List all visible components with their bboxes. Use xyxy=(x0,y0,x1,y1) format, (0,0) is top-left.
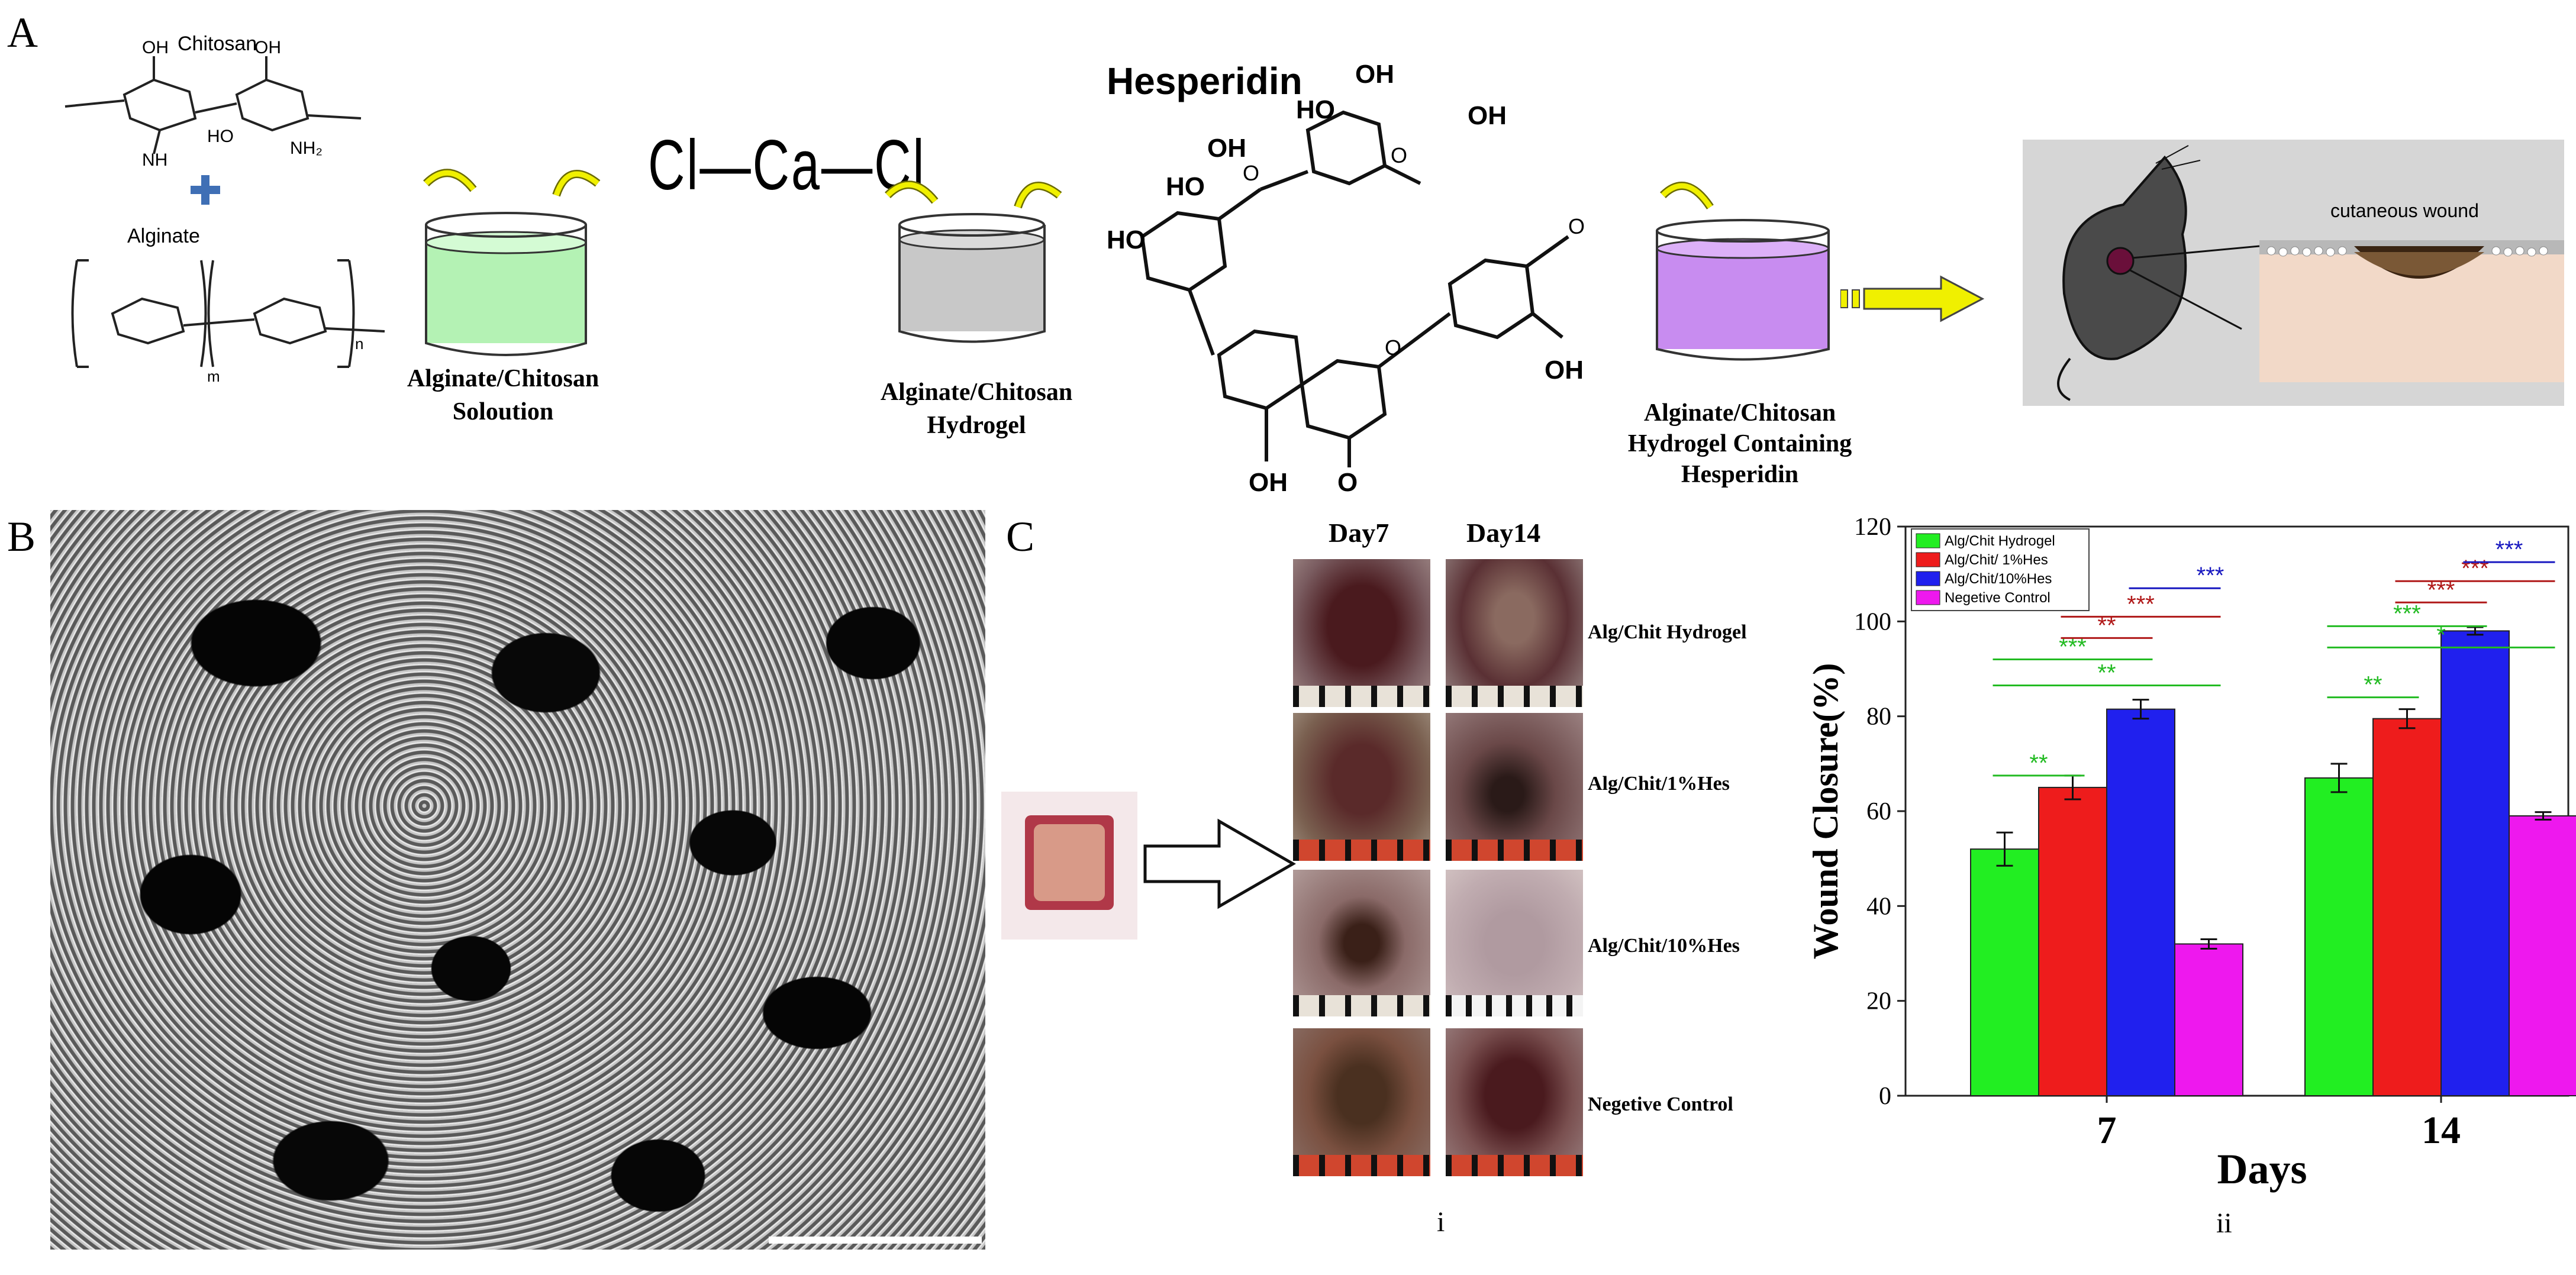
alginate-structure: m n xyxy=(71,259,385,385)
hesperidin-structure: OH HO OH HO OH HO OH OH O O O O O xyxy=(1107,60,1585,497)
legend-label: Alg/Chit/ 1%Hes xyxy=(1945,552,2048,568)
plus-icon xyxy=(191,175,220,205)
scale-bar xyxy=(769,1237,982,1244)
significance-label: *** xyxy=(2197,563,2224,589)
bar xyxy=(2440,630,2510,1097)
cacl2-formula: Cl—Ca—Cl xyxy=(648,125,926,205)
step1-label: Alginate/Chitosan Soloution xyxy=(407,365,599,425)
col-header-day14: Day14 xyxy=(1466,518,1541,548)
row-label-10hes: Alg/Chit/10%Hes xyxy=(1588,935,1740,957)
hes-group-4: OH xyxy=(1207,134,1246,163)
row-label-control: Negetive Control xyxy=(1588,1093,1733,1115)
significance-label: * xyxy=(2436,622,2446,648)
subpanel-ii-label: ii xyxy=(2216,1208,2232,1239)
legend-box xyxy=(1911,528,2090,611)
photo-1hes-day7 xyxy=(1293,713,1430,861)
hes-group-11: O xyxy=(1385,335,1401,360)
legend-label: Alg/Chit/10%Hes xyxy=(1945,571,2052,587)
significance-label: ** xyxy=(2097,660,2116,686)
subpanel-i-label: i xyxy=(1437,1206,1445,1238)
photo-hydrogel-day14 xyxy=(1446,559,1583,707)
hes-group-2: OH xyxy=(1468,101,1507,130)
panel-a-label: A xyxy=(7,9,38,56)
chitosan-ho: HO xyxy=(207,127,234,146)
hes-group-6: OH xyxy=(1545,356,1584,385)
bar xyxy=(2304,777,2374,1096)
panel-c-label: C xyxy=(1006,513,1035,560)
bar xyxy=(2038,786,2107,1096)
significance-label: *** xyxy=(2496,537,2523,563)
bar xyxy=(1970,848,2039,1097)
photo-1hes-day14 xyxy=(1446,713,1583,861)
bar xyxy=(2174,943,2243,1096)
alginate-title: Alginate xyxy=(127,225,200,247)
photo-10hes-day14 xyxy=(1446,870,1583,1016)
chitosan-structure: Chitosan OH OH HO NH NH₂ xyxy=(65,33,362,170)
legend-label: Negetive Control xyxy=(1945,590,2051,606)
alginate-n: n xyxy=(355,335,363,353)
bar xyxy=(2372,718,2442,1096)
significance-label: *** xyxy=(2461,556,2489,582)
right-arrow-icon xyxy=(1840,275,1985,322)
chitosan-nh: NH xyxy=(142,150,167,170)
significance-label: *** xyxy=(2393,601,2421,627)
y-tick-label: 80 xyxy=(1866,703,1891,731)
legend-swatch xyxy=(1916,533,1940,548)
y-axis-title: Wound Closure(%) xyxy=(1806,663,1845,960)
hes-group-7: OH xyxy=(1249,468,1288,497)
chitosan-nh2: NH₂ xyxy=(290,138,323,158)
step2-label: Alginate/Chitosan Hydrogel xyxy=(880,379,1073,439)
legend-label: Alg/Chit Hydrogel xyxy=(1945,533,2055,549)
x-axis-title: Days xyxy=(2217,1145,2307,1193)
cutaneous-wound-label: cutaneous wound xyxy=(2330,200,2479,221)
photo-control-day7 xyxy=(1293,1028,1430,1176)
hes-group-1: HO xyxy=(1296,95,1335,124)
panel-b-label: B xyxy=(7,513,36,560)
col-header-day7: Day7 xyxy=(1329,518,1389,548)
significance-label: ** xyxy=(2029,750,2048,776)
bar xyxy=(2106,708,2175,1096)
photo-control-day14 xyxy=(1446,1028,1583,1176)
chitosan-oh-1: OH xyxy=(142,38,169,57)
mouse-wound-illustration: cutaneous wound xyxy=(2023,140,2564,406)
y-tick-label: 60 xyxy=(1866,798,1891,825)
hes-group-9: O xyxy=(1391,143,1407,167)
y-tick-label: 0 xyxy=(1879,1083,1891,1110)
chitosan-title: Chitosan xyxy=(178,33,257,55)
hes-group-10: O xyxy=(1243,161,1259,185)
block-arrow-icon xyxy=(1143,818,1296,909)
hes-group-5: HO xyxy=(1107,225,1146,254)
beaker-hydrogel xyxy=(885,180,1062,343)
initial-wound-photo xyxy=(1001,792,1137,940)
chitosan-oh-2: OH xyxy=(254,38,281,57)
significance-label: *** xyxy=(2127,591,2155,617)
alginate-m: m xyxy=(207,367,220,385)
sem-micrograph xyxy=(50,510,985,1250)
y-tick-label: 20 xyxy=(1866,988,1891,1015)
y-tick-label: 40 xyxy=(1866,893,1891,920)
x-tick-label: 14 xyxy=(2422,1109,2461,1152)
beaker-solution xyxy=(423,169,601,356)
legend-swatch xyxy=(1916,571,1940,586)
hes-group-12: O xyxy=(1568,214,1585,238)
hes-group-3: HO xyxy=(1166,172,1205,201)
hesperidin-title: Hesperidin xyxy=(1107,60,1302,102)
legend-swatch xyxy=(1916,590,1940,605)
photo-hydrogel-day7 xyxy=(1293,559,1430,707)
beaker-hesperidin xyxy=(1656,182,1830,361)
row-label-hydrogel: Alg/Chit Hydrogel xyxy=(1588,621,1747,643)
legend-swatch xyxy=(1916,552,1940,567)
row-label-1hes: Alg/Chit/1%Hes xyxy=(1588,773,1730,795)
hes-group-8: O xyxy=(1337,468,1358,497)
hes-group-0: OH xyxy=(1355,60,1394,89)
photo-10hes-day7 xyxy=(1293,870,1430,1016)
y-tick-label: 100 xyxy=(1854,608,1891,635)
step3-label: Alginate/Chitosan Hydrogel Containing He… xyxy=(1627,399,1852,488)
x-tick-label: 7 xyxy=(2097,1109,2117,1152)
bar xyxy=(2509,815,2576,1096)
significance-label: ** xyxy=(2364,672,2382,698)
y-tick-label: 120 xyxy=(1854,514,1891,541)
